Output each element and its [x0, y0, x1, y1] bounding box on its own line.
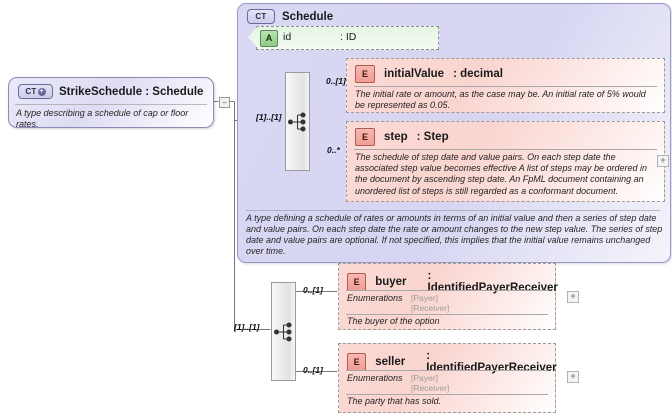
element-name-label: step	[384, 131, 408, 143]
element-name-label: buyer	[375, 276, 407, 288]
element-divider-top	[346, 290, 548, 291]
root-divider	[15, 104, 207, 105]
expand-plus-icon: +	[37, 87, 46, 96]
element-type-label: : IdentifiedPayerReceiver	[427, 270, 558, 294]
occurrence-label-lower-sequence: [1]..[1]	[234, 322, 260, 332]
element-name-label: initialValue	[384, 68, 445, 80]
element-title-row: E initialValue : decimal	[355, 65, 503, 83]
enumeration-values: [Payer] [Receiver]	[411, 293, 449, 313]
expand-button-seller[interactable]: +	[567, 371, 579, 383]
element-divider-bottom	[346, 394, 548, 395]
occurrence-label-upper-sequence: [1]..[1]	[256, 112, 282, 122]
complex-type-badge-icon: CT+	[18, 84, 53, 99]
complex-type-badge-icon: CT	[247, 9, 275, 24]
attribute-pointer-shape	[248, 26, 258, 48]
element-description: The schedule of step date and value pair…	[355, 152, 647, 196]
root-description: A type describing a schedule of cap or f…	[16, 108, 189, 129]
container-description: A type defining a schedule of rates or a…	[246, 213, 663, 256]
enumerations-label: Enumerations	[347, 373, 403, 383]
attribute-badge-icon: A	[260, 30, 278, 47]
element-badge-icon: E	[355, 65, 375, 83]
element-divider	[354, 149, 657, 150]
element-box-initialvalue[interactable]: E initialValue : decimal The initial rat…	[346, 58, 665, 113]
sequence-icon	[273, 322, 291, 341]
enumeration-value: [Payer]	[411, 293, 438, 303]
element-box-buyer[interactable]: E buyer : IdentifiedPayerReceiver Enumer…	[338, 263, 559, 330]
expand-button-buyer[interactable]: +	[567, 291, 579, 303]
occurrence-label-step: 0..*	[327, 145, 340, 155]
element-title-row: E buyer : IdentifiedPayerReceiver	[347, 270, 559, 294]
element-badge-icon: E	[347, 273, 367, 291]
element-type-label: : decimal	[453, 68, 503, 80]
occurrence-label-seller: 0..[1]	[303, 365, 323, 375]
expand-button-step[interactable]: +	[657, 155, 669, 167]
element-type-label: : Step	[416, 131, 449, 143]
attribute-name-label: id	[283, 31, 292, 43]
element-description: The buyer of the option	[347, 316, 440, 326]
enumeration-value: [Receiver]	[411, 383, 450, 393]
occurrence-label-initialvalue: 0..[1]	[326, 76, 346, 86]
root-type-box-strikeschedule[interactable]: CT+ StrikeSchedule : Schedule A type des…	[8, 77, 214, 129]
element-description: The party that has sold.	[347, 396, 442, 406]
element-box-seller[interactable]: E seller : IdentifiedPayerReceiver Enume…	[338, 343, 557, 413]
collapse-toggle-button[interactable]: –	[219, 97, 230, 108]
element-box-step[interactable]: E step : Step The schedule of step date …	[346, 121, 665, 202]
element-badge-icon: E	[347, 353, 367, 371]
sequence-compositor-upper[interactable]	[285, 72, 310, 171]
attribute-type-label: : ID	[340, 31, 357, 43]
element-description: The initial rate or amount, as the case …	[355, 89, 646, 111]
enumerations-label: Enumerations	[347, 293, 403, 303]
element-title-row: E step : Step	[355, 128, 449, 146]
element-badge-icon: E	[355, 128, 375, 146]
container-divider	[246, 210, 660, 211]
occurrence-label-buyer: 0..[1]	[303, 285, 323, 295]
enumeration-values: [Payer] [Receiver]	[411, 373, 449, 393]
container-type-label: Schedule	[282, 10, 334, 23]
element-name-label: seller	[375, 356, 406, 368]
enumeration-value: [Payer]	[411, 373, 438, 383]
element-divider-bottom	[346, 314, 548, 315]
sequence-compositor-lower[interactable]	[271, 282, 296, 381]
attribute-box-id[interactable]: A id : ID	[248, 26, 439, 50]
element-divider	[354, 86, 657, 87]
container-title-row: CT Schedule	[247, 9, 333, 24]
sequence-icon	[287, 112, 305, 131]
root-type-label: StrikeSchedule : Schedule	[59, 85, 204, 98]
enumeration-value: [Receiver]	[411, 303, 450, 313]
root-title-row: CT+ StrikeSchedule : Schedule	[18, 84, 203, 99]
element-divider-top	[346, 370, 548, 371]
element-type-label: : IdentifiedPayerReceiver	[426, 350, 557, 374]
